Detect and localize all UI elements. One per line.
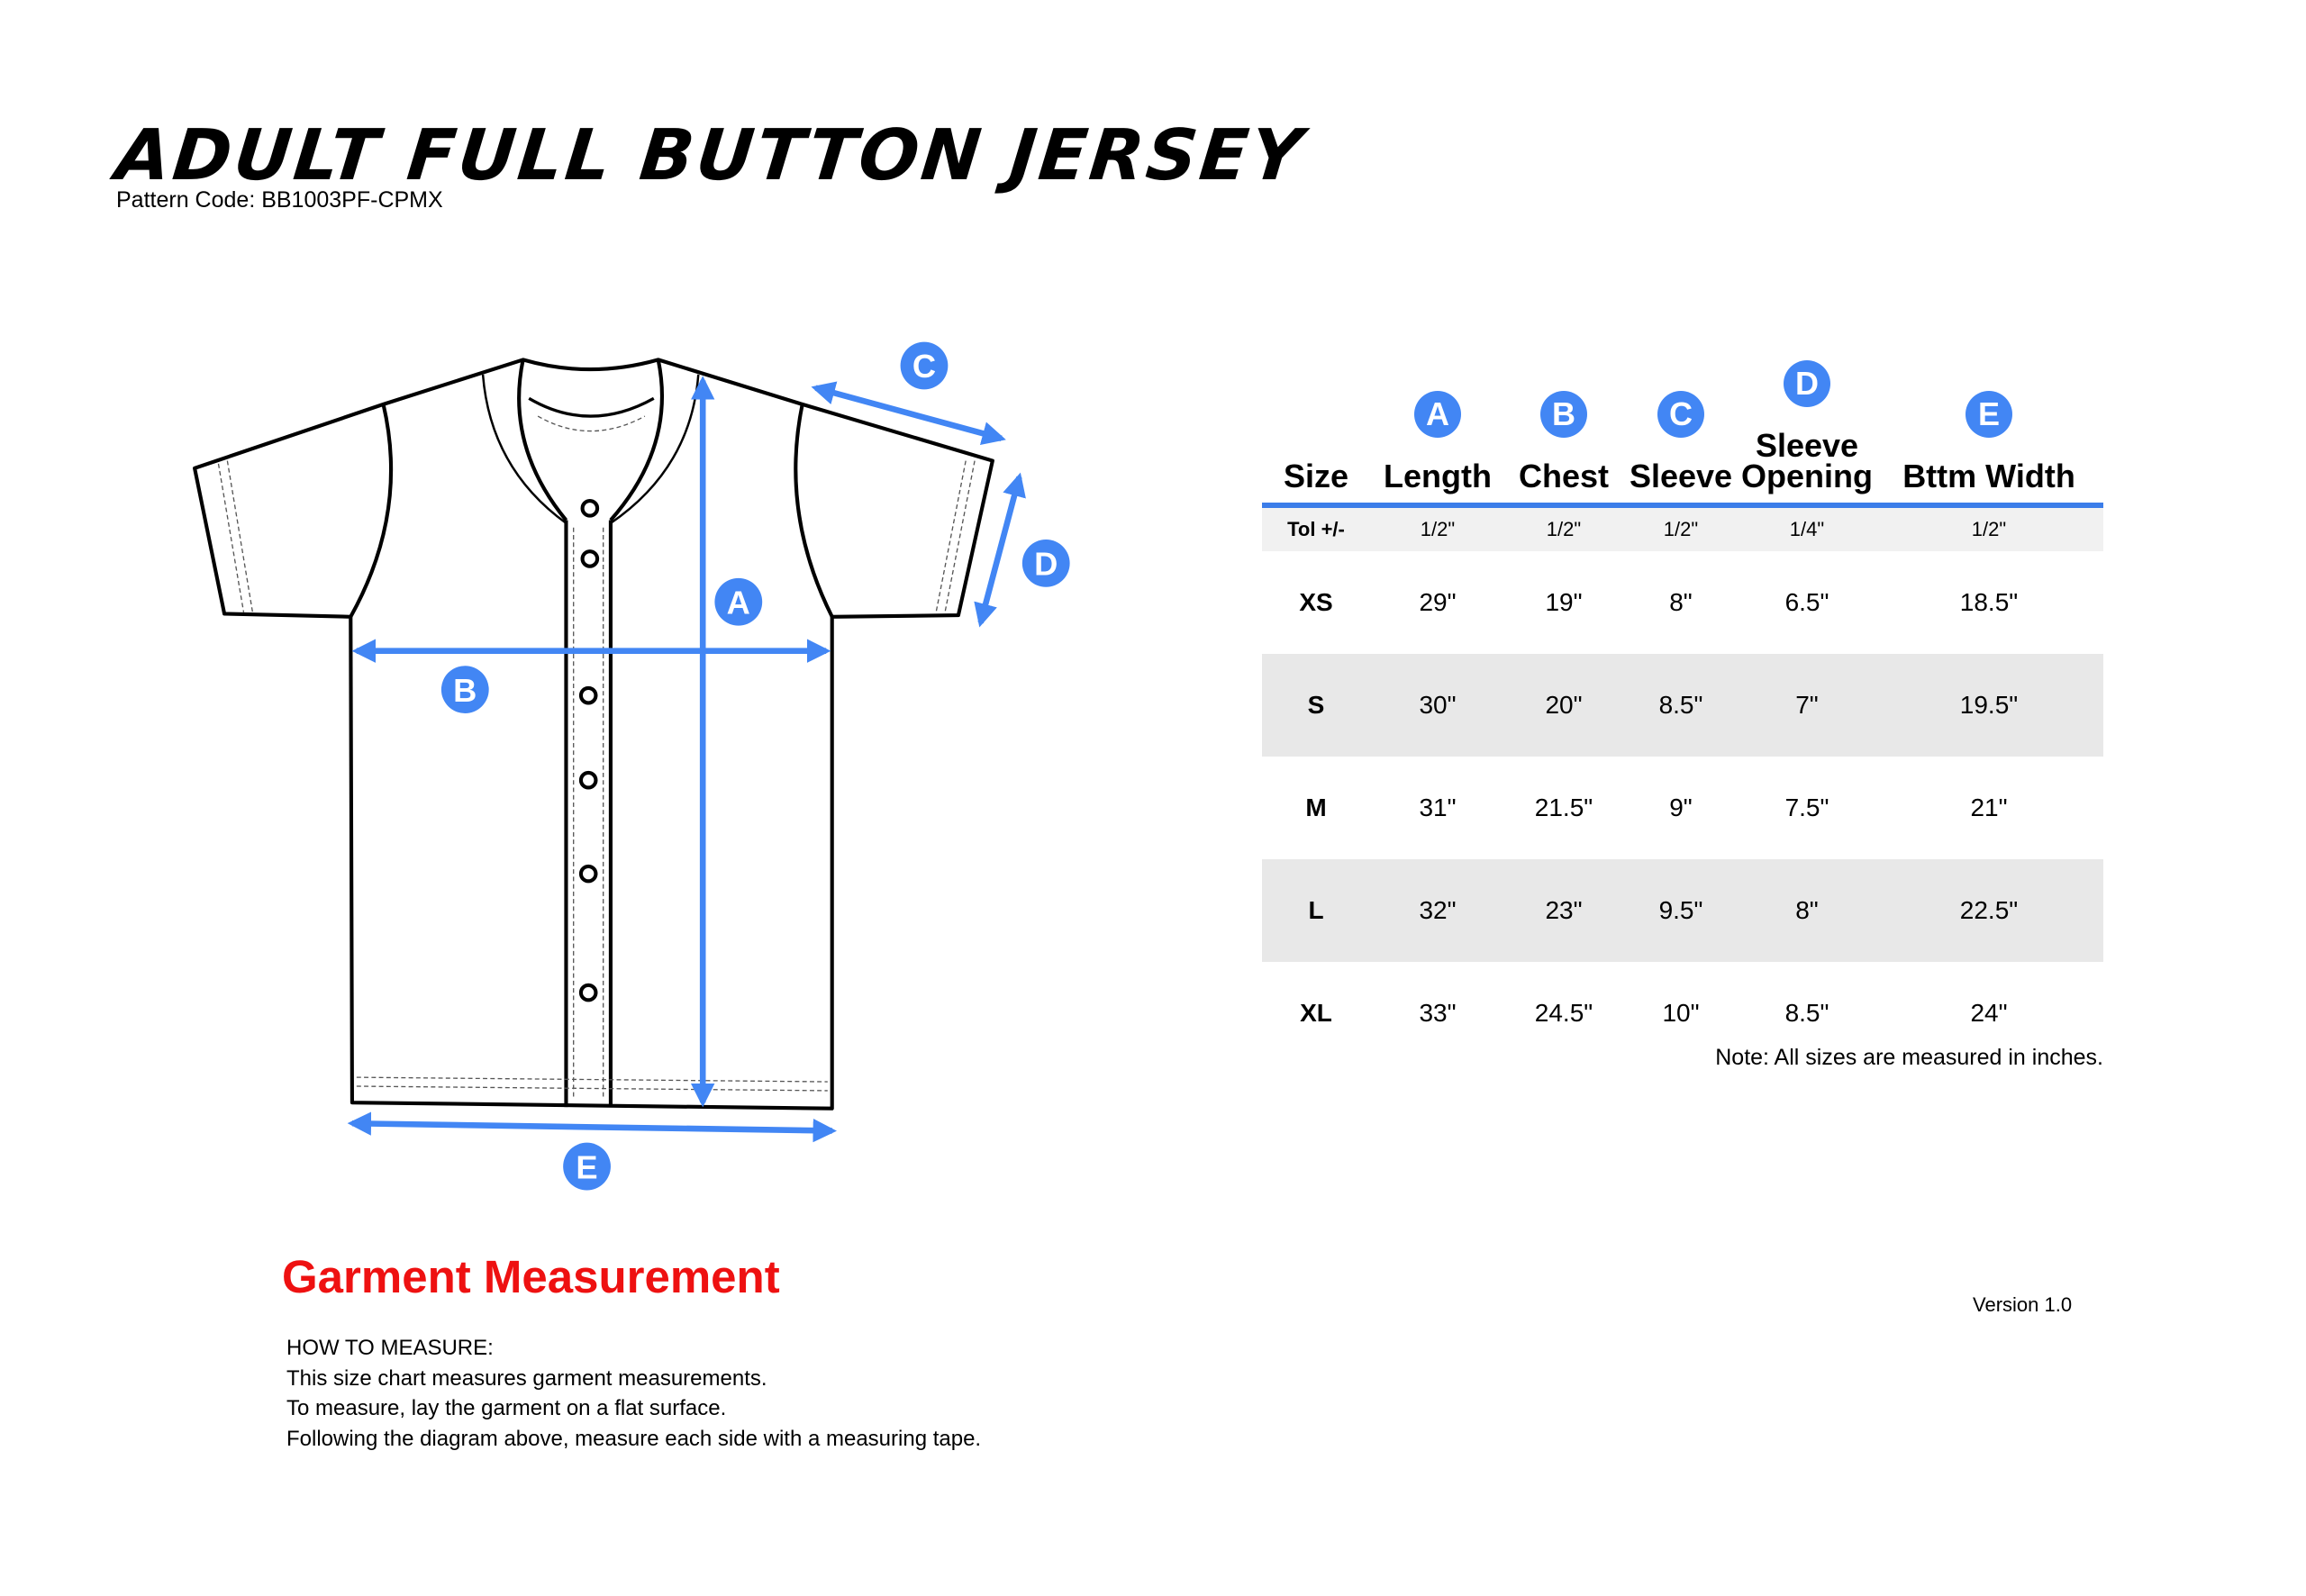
- col-sleeve: C Sleeve: [1622, 360, 1739, 508]
- letter-badge: A: [1414, 391, 1461, 438]
- header-row: Size A Length B Chest C Sleeve D Sleeve Open…: [1262, 360, 2103, 508]
- value-cell: 21.5": [1534, 793, 1593, 821]
- value-cell: 24.5": [1534, 999, 1593, 1027]
- value-cell: 1/2": [1875, 505, 2103, 551]
- value-cell: 21": [1970, 793, 2008, 821]
- value-cell: 8.5": [1784, 999, 1829, 1027]
- size-cell: XS: [1299, 588, 1333, 616]
- value-cell: 9.5": [1622, 859, 1739, 962]
- label-c: C: [912, 348, 936, 385]
- table-row: XS 29" 19" 8" 6.5" 18.5": [1262, 551, 2103, 654]
- label-e: E: [576, 1148, 597, 1185]
- value-cell: 1/2": [1505, 505, 1622, 551]
- value-cell: 8": [1739, 859, 1875, 962]
- value-cell: 7.5": [1784, 793, 1829, 821]
- value-cell: 8.5": [1622, 654, 1739, 757]
- header-label: Sleeve Opening: [1741, 427, 1873, 494]
- size-cell: L: [1262, 859, 1370, 962]
- value-cell: 33": [1419, 999, 1457, 1027]
- tolerance-row: Tol +/-1/2"1/2"1/2"1/4"1/2": [1262, 505, 2103, 551]
- size-cell: S: [1262, 654, 1370, 757]
- value-cell: 32": [1370, 859, 1505, 962]
- value-cell: 18.5": [1959, 588, 2019, 616]
- label-b: B: [453, 672, 477, 709]
- header-label: Chest: [1518, 458, 1610, 494]
- letter-badge: B: [1540, 391, 1587, 438]
- col-chest: B Chest: [1505, 360, 1622, 508]
- value-cell: 1/2": [1370, 505, 1505, 551]
- how-to-line: This size chart measures garment measure…: [286, 1365, 767, 1391]
- letter-badge: D: [1784, 360, 1830, 407]
- col-size: Size: [1262, 360, 1370, 508]
- size-cell: XL: [1300, 999, 1332, 1027]
- letter-badge: E: [1966, 391, 2012, 438]
- header-label: Sleeve: [1629, 458, 1733, 494]
- value-cell: 19.5": [1875, 654, 2103, 757]
- buttons: [578, 499, 600, 1002]
- how-to-line: Following the diagram above, measure eac…: [286, 1426, 982, 1451]
- value-cell: 23": [1505, 859, 1622, 962]
- pattern-code: Pattern Code: BB1003PF-CPMX: [116, 187, 443, 213]
- arrow-d: [974, 472, 1026, 628]
- value-cell: 20": [1505, 654, 1622, 757]
- value-cell: 1/2": [1622, 505, 1739, 551]
- header-label: Length: [1384, 458, 1492, 494]
- label-a: A: [727, 584, 750, 621]
- value-cell: 31": [1419, 793, 1457, 821]
- size-chart-table: Size A Length B Chest C Sleeve D Sleeve Open…: [1262, 360, 2103, 1065]
- value-cell: 19": [1545, 588, 1583, 616]
- arrow-c: [811, 381, 1006, 446]
- version-label: Version 1.0: [1973, 1293, 2073, 1316]
- value-cell: 10": [1662, 999, 1700, 1027]
- size-cell: M: [1305, 793, 1327, 821]
- table-row: M 31" 21.5" 9" 7.5" 21": [1262, 757, 2103, 859]
- value-cell: 8": [1669, 588, 1693, 616]
- stitching: [217, 415, 976, 1100]
- size-cell: Tol +/-: [1262, 505, 1370, 551]
- units-note: Note: All sizes are measured in inches.: [1715, 1045, 2103, 1070]
- header-label: Bttm Width: [1902, 458, 2075, 494]
- header-label: Size: [1283, 458, 1349, 494]
- how-to-measure: HOW TO MEASURE: This size chart measures…: [286, 1333, 981, 1454]
- value-cell: 24": [1970, 999, 2008, 1027]
- garment-measurement-heading: Garment Measurement: [282, 1251, 780, 1302]
- jersey-outline: [193, 358, 994, 1111]
- col-length: A Length: [1370, 360, 1505, 508]
- how-to-title: HOW TO MEASURE:: [286, 1336, 494, 1360]
- value-cell: 6.5": [1784, 588, 1829, 616]
- value-cell: 7": [1739, 654, 1875, 757]
- letter-badge: C: [1657, 391, 1704, 438]
- table-row: XL 33" 24.5" 10" 8.5" 24": [1262, 962, 2103, 1065]
- label-d: D: [1034, 546, 1058, 583]
- arrow-e: [347, 1111, 837, 1143]
- value-cell: 22.5": [1875, 859, 2103, 962]
- col-sleeve-opening: D Sleeve Opening: [1739, 360, 1875, 508]
- value-cell: 9": [1669, 793, 1693, 821]
- value-cell: 30": [1370, 654, 1505, 757]
- value-cell: 1/4": [1739, 505, 1875, 551]
- how-to-line: To measure, lay the garment on a flat su…: [286, 1396, 727, 1420]
- col-bttm-width: E Bttm Width: [1875, 360, 2103, 508]
- value-cell: 29": [1419, 588, 1457, 616]
